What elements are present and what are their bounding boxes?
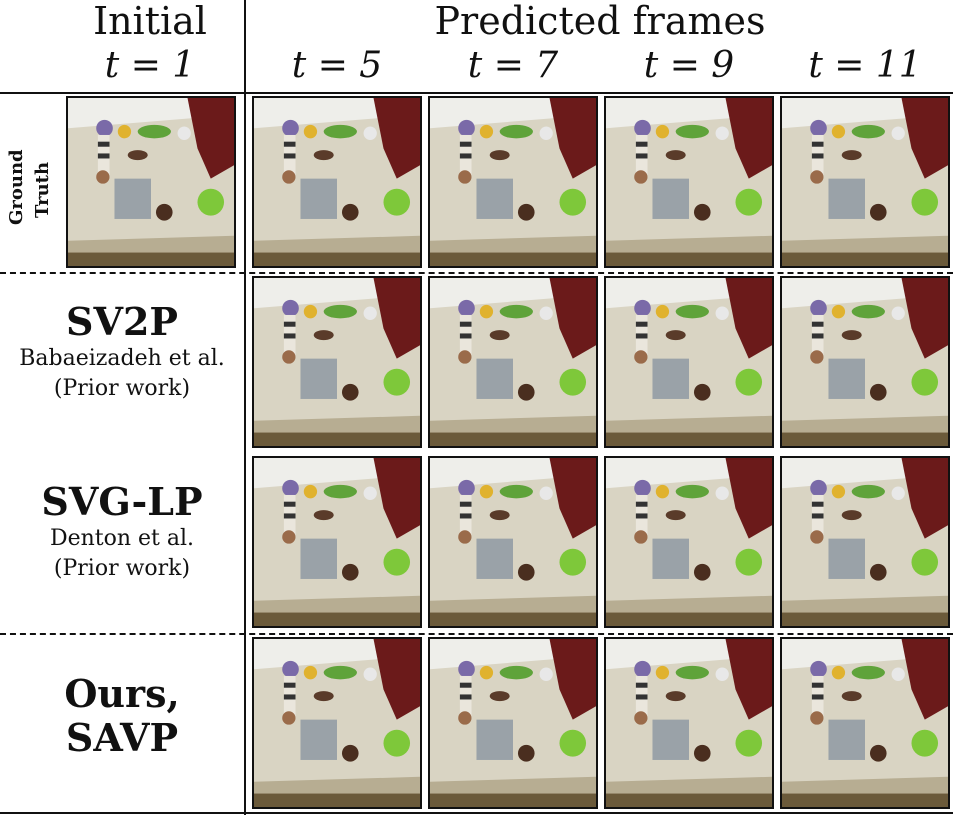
initial-time: t = 1: [104, 45, 196, 86]
frame-savp-1: [252, 637, 422, 809]
frame-savp-4: [780, 637, 950, 809]
frame-ground-truth-3: [604, 96, 774, 268]
frame-sv2p-4: [780, 276, 950, 448]
column-divider: [244, 0, 246, 815]
time-col-4: t = 11: [808, 45, 922, 86]
frame-sv2p-2: [428, 276, 598, 448]
initial-header: Initial: [93, 0, 207, 43]
frame-sv2p-1: [252, 276, 422, 448]
row-label-sv2p: SV2P Babaeizadeh et al. (Prior work): [19, 299, 225, 402]
frame-ground-truth-1: [252, 96, 422, 268]
frame-svg-lp-2: [428, 456, 598, 628]
initial-frame: [66, 96, 236, 268]
time-col-1: t = 5: [291, 45, 383, 86]
frame-savp-3: [604, 637, 774, 809]
time-col-2: t = 7: [467, 45, 559, 86]
frame-sv2p-3: [604, 276, 774, 448]
header-rule: [0, 92, 953, 94]
row-divider-1: [0, 272, 953, 274]
bottom-rule: [0, 812, 953, 814]
frame-ground-truth-4: [780, 96, 950, 268]
time-col-3: t = 9: [643, 45, 735, 86]
frame-svg-lp-1: [252, 456, 422, 628]
row-divider-2: [0, 633, 953, 635]
ground-truth-label: Ground Truth: [6, 149, 53, 225]
frame-savp-2: [428, 637, 598, 809]
row-label-savp: Ours, SAVP: [64, 671, 180, 760]
frame-ground-truth-2: [428, 96, 598, 268]
frame-svg-lp-4: [780, 456, 950, 628]
row-label-svg-lp: SVG-LP Denton et al. (Prior work): [41, 479, 203, 582]
predicted-header: Predicted frames: [434, 0, 766, 43]
frame-svg-lp-3: [604, 456, 774, 628]
